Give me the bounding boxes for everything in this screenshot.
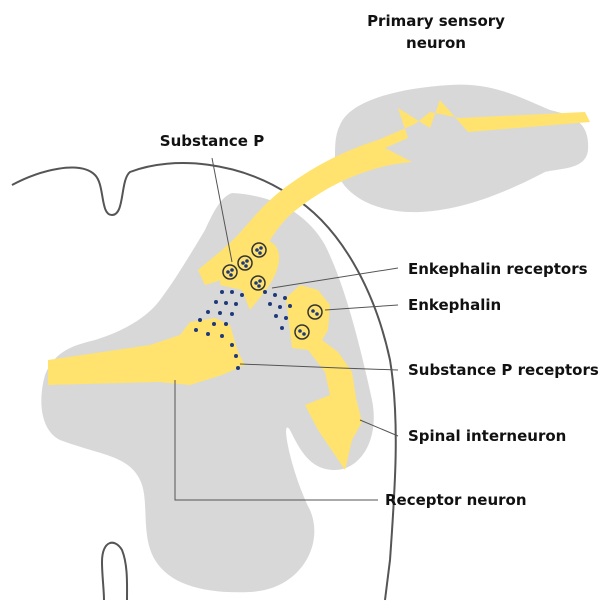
label-enkephalin: Enkephalin (408, 296, 501, 314)
label-enkephalin-receptors: Enkephalin receptors (408, 260, 588, 278)
label-primary-sensory-neuron-line2: neuron (406, 34, 466, 52)
label-receptor-neuron: Receptor neuron (385, 491, 527, 509)
label-spinal-interneuron: Spinal interneuron (408, 427, 566, 445)
gray-matter (41, 193, 373, 592)
label-primary-sensory-neuron-line1: Primary sensory (367, 12, 505, 30)
spinal-cord-outline-bottom (102, 543, 127, 600)
label-substance-p-receptors: Substance P receptors (408, 361, 599, 379)
label-substance-p: Substance P (160, 132, 264, 150)
